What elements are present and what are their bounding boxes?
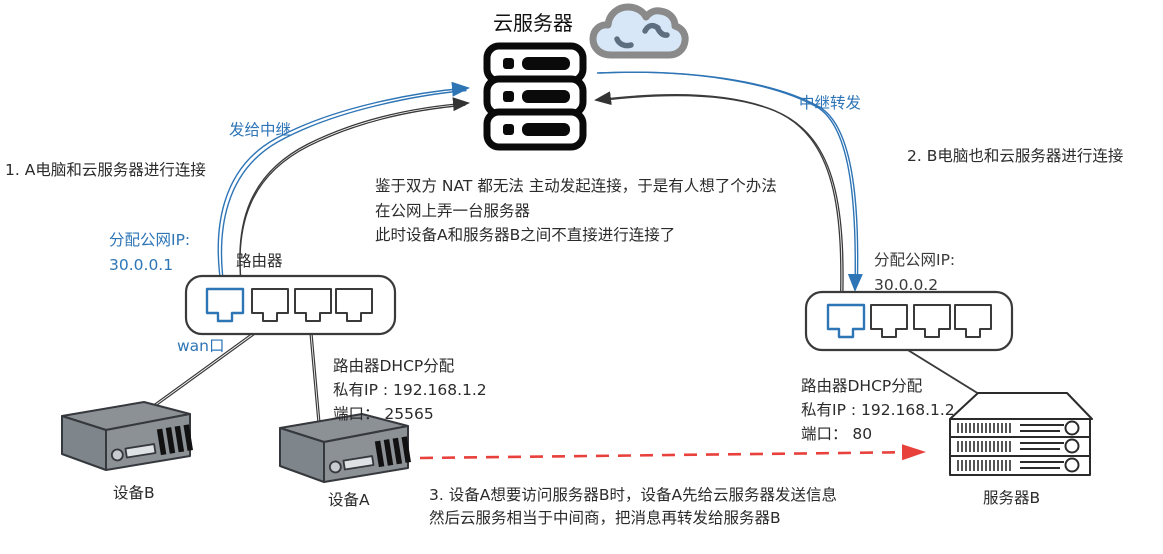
device-b-icon bbox=[61, 401, 193, 471]
link-router-a-device-b bbox=[147, 321, 270, 411]
cloud-icon bbox=[589, 3, 689, 59]
rack-server-icon bbox=[949, 392, 1093, 476]
lan-port bbox=[335, 288, 373, 322]
site-b-private-ip: 私有IP : 192.168.1.2 bbox=[801, 401, 955, 419]
lan-port bbox=[954, 304, 992, 338]
server-b-label: 服务器B bbox=[983, 489, 1041, 507]
arrow-a-to-cloud-black bbox=[239, 97, 470, 293]
wan-port-a bbox=[205, 287, 245, 323]
nat-note-line2: 在公网上弄一台服务器 bbox=[375, 201, 531, 220]
link-router-a-device-a bbox=[308, 321, 321, 424]
relay-forward-label: 中继转发 bbox=[799, 94, 862, 112]
site-b-dhcp-title: 路由器DHCP分配 bbox=[801, 377, 923, 395]
arrow-a-to-cloud-blue bbox=[217, 81, 470, 294]
step3-line2: 然后云服务相当于中间商，把消息再转发给服务器B bbox=[429, 509, 781, 527]
site-b-public-ip-value: 30.0.0.2 bbox=[874, 276, 939, 294]
site-a-port: 端口： 25565 bbox=[333, 405, 434, 423]
cloud-server-title: 云服务器 bbox=[493, 11, 573, 35]
nat-note-line3: 此时设备A和服务器B之间不直接进行连接了 bbox=[375, 226, 676, 244]
site-a-public-ip-label: 分配公网IP: bbox=[109, 231, 191, 249]
site-a-dhcp-info: 路由器DHCP分配 私有IP : 192.168.1.2 端口： 25565 bbox=[333, 354, 487, 426]
step3-line1: 3. 设备A想要访问服务器B时，设备A先给云服务器发送信息 bbox=[429, 486, 838, 504]
lan-port bbox=[294, 288, 332, 322]
site-b-port: 端口： 80 bbox=[801, 425, 873, 443]
step1-label: 1. A电脑和云服务器进行连接 bbox=[5, 161, 206, 179]
send-to-relay-label: 发给中继 bbox=[229, 121, 292, 139]
arrow-cloud-to-b-blue bbox=[596, 71, 863, 292]
site-b-public-ip-label: 分配公网IP: bbox=[874, 251, 956, 269]
lan-port bbox=[913, 304, 951, 338]
router-b-icon bbox=[804, 290, 1014, 352]
device-a-icon bbox=[279, 413, 411, 483]
device-b-label: 设备B bbox=[113, 484, 155, 502]
step2-label: 2. B电脑也和云服务器进行连接 bbox=[907, 147, 1124, 165]
device-a-label: 设备A bbox=[328, 491, 370, 509]
site-a-public-ip-value: 30.0.0.1 bbox=[109, 256, 174, 274]
nat-note-line1: 鉴于双方 NAT 都无法 主动发起连接，于是有人想了个办法 bbox=[375, 177, 777, 195]
site-a-private-ip: 私有IP : 192.168.1.2 bbox=[333, 381, 487, 399]
red-dashed-arrow bbox=[419, 444, 926, 461]
site-a-dhcp-title: 路由器DHCP分配 bbox=[333, 357, 455, 375]
router-a-icon bbox=[184, 274, 397, 336]
site-b-public-ip: 分配公网IP: 30.0.0.2 bbox=[874, 248, 955, 298]
router-a-label: 路由器 bbox=[236, 252, 283, 270]
server-stack-icon bbox=[483, 42, 587, 151]
site-a-public-ip: 分配公网IP: 30.0.0.1 bbox=[109, 228, 190, 278]
wan-port-label: wan口 bbox=[177, 337, 225, 355]
arrow-b-to-cloud-black bbox=[594, 91, 844, 318]
lan-port bbox=[870, 304, 908, 338]
step3-label: 3. 设备A想要访问服务器B时，设备A先给云服务器发送信息 然后云服务相当于中间… bbox=[429, 484, 837, 530]
lan-port bbox=[251, 288, 289, 322]
wan-port-b bbox=[826, 303, 866, 339]
nat-note: 鉴于双方 NAT 都无法 主动发起连接，于是有人想了个办法 在公网上弄一台服务器… bbox=[375, 174, 777, 248]
site-b-dhcp-info: 路由器DHCP分配 私有IP : 192.168.1.2 端口： 80 bbox=[801, 374, 955, 446]
